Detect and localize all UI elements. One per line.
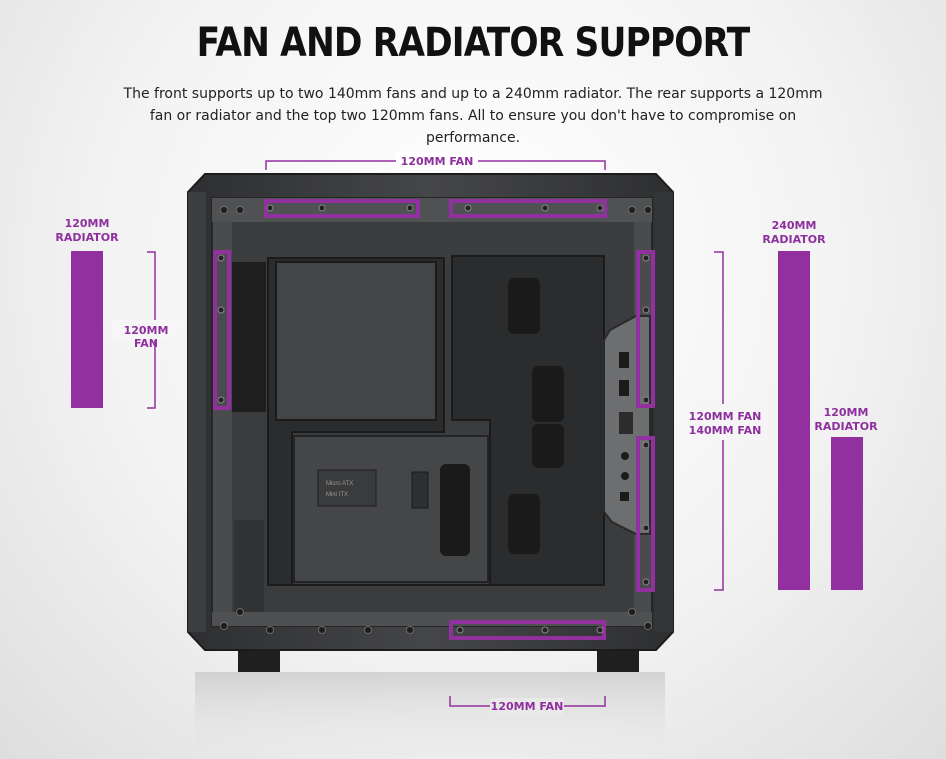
page-title: FAN AND RADIATOR SUPPORT [196, 20, 750, 66]
audio-jack [621, 452, 629, 460]
case-left-edge [188, 192, 206, 632]
tray-cutout [275, 261, 437, 421]
usb-port [619, 352, 629, 368]
cable-slot [532, 424, 564, 468]
screw [220, 622, 228, 630]
case-right-edge [655, 192, 673, 632]
usb-port [619, 380, 629, 396]
audio-jack [621, 472, 629, 480]
case-foot-left [238, 650, 280, 672]
rear-fan-mount [213, 250, 231, 410]
screw [364, 626, 372, 634]
standoff-bracket [411, 471, 429, 509]
screw [644, 206, 652, 214]
mobo-label-1: Micro ATX [326, 481, 353, 487]
psu-area [234, 520, 264, 612]
mobo-label-2: Mini ITX [326, 492, 348, 498]
front-radiator-bar [778, 251, 810, 590]
front-radiator-label-2: RADIATOR [762, 233, 826, 246]
bottom-fan-mount [449, 620, 606, 640]
rear-fan-label: 120MM FAN [123, 324, 169, 350]
screw [236, 608, 244, 616]
mobo-label-box [317, 469, 377, 507]
front-small-radiator-label-1: 120MM [823, 406, 869, 419]
top-fan-mount-1 [264, 199, 420, 218]
rear-radiator-bar [71, 251, 103, 408]
front-fan-label-2: 140MM FAN [688, 424, 762, 437]
bottom-fan-label: 120MM FAN [490, 700, 564, 713]
case-reflection [195, 672, 665, 759]
rear-fan [232, 262, 266, 412]
screw [644, 622, 652, 630]
screw [318, 626, 326, 634]
io-button [620, 492, 629, 501]
screw [220, 206, 228, 214]
cable-slot [440, 464, 470, 556]
rear-radiator-label-1: 120MM [64, 217, 110, 230]
io-button [619, 412, 633, 434]
screw [266, 626, 274, 634]
screw [406, 626, 414, 634]
cable-slot [532, 366, 564, 422]
page-description: The front supports up to two 140mm fans … [123, 86, 823, 146]
front-radiator-label-1: 240MM [771, 219, 817, 232]
cable-slot [508, 278, 540, 334]
cable-slot [508, 494, 540, 554]
front-small-radiator-bar [831, 437, 863, 590]
rear-radiator-label-2: RADIATOR [55, 231, 119, 244]
top-fan-mount-2 [449, 199, 607, 218]
screw [628, 608, 636, 616]
front-fan-mount-2 [636, 436, 655, 592]
front-fan-mount-1 [636, 250, 655, 408]
front-fan-label-1: 120MM FAN [688, 410, 762, 423]
screw [628, 206, 636, 214]
screw [236, 206, 244, 214]
top-fan-label: 120MM FAN [400, 155, 474, 168]
front-small-radiator-label-2: RADIATOR [814, 420, 878, 433]
case-foot-right [597, 650, 639, 672]
